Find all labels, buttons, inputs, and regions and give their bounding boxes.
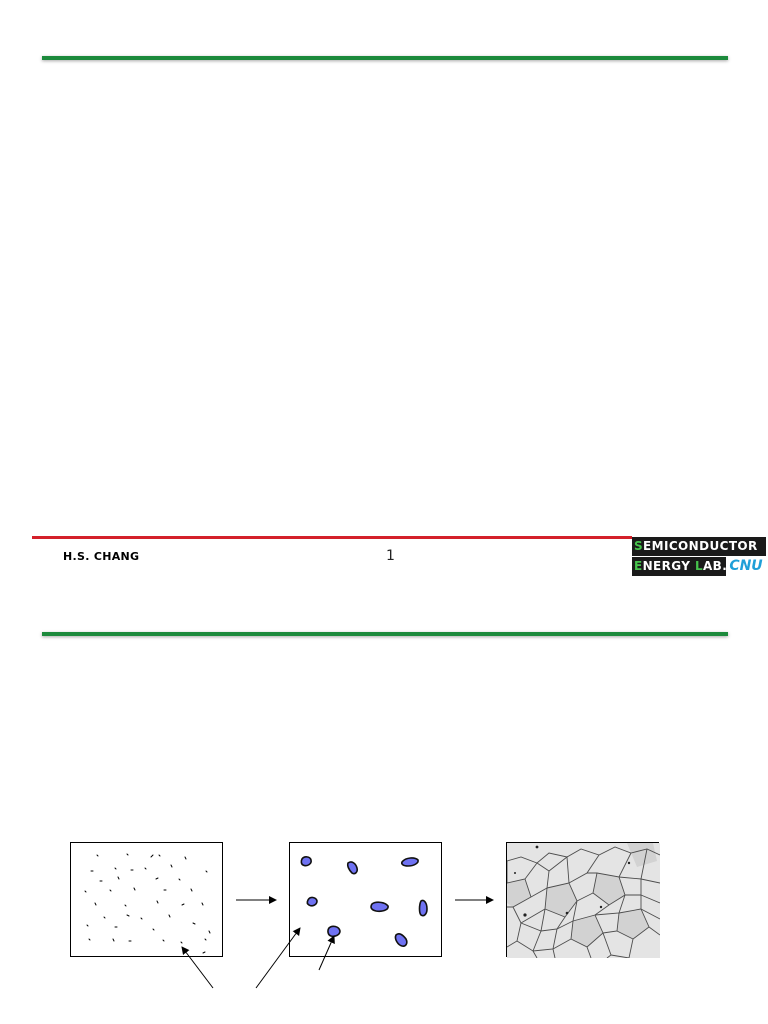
grain-blob: [346, 861, 358, 875]
pointer-arrow-nuclei: [181, 946, 214, 989]
pointer-arrow-grain: [318, 935, 335, 971]
micrograph-panel: [506, 842, 660, 958]
page-number: 1: [386, 548, 395, 564]
footer-author: H.S. CHANG: [63, 550, 140, 563]
grain-blob: [394, 932, 408, 947]
grain-blob: [400, 857, 419, 867]
grain-growth-panel: [289, 842, 442, 957]
logo-line-2: ENERGY LAB.: [632, 557, 727, 576]
lab-logo: SEMICONDUCTOR ENERGY LAB. CNU: [632, 537, 766, 577]
nucleation-panel: [70, 842, 223, 957]
slide2-top-rule: [42, 632, 728, 636]
growing-grains: [300, 856, 428, 947]
grain-blob: [418, 899, 428, 917]
nuclei-specks: [84, 853, 211, 954]
footer-rule: [32, 536, 632, 539]
logo-line-1: SEMICONDUCTOR: [632, 537, 766, 556]
slide-top-rule: [42, 56, 728, 60]
polycrystal-micrograph: [507, 843, 660, 958]
grain-blob: [327, 925, 341, 938]
pointer-arrow-matrix: [255, 927, 301, 989]
grain-blob: [306, 896, 318, 907]
grain-blob: [370, 901, 389, 913]
cnu-badge: CNU: [729, 558, 763, 574]
grain-blob: [300, 856, 312, 867]
